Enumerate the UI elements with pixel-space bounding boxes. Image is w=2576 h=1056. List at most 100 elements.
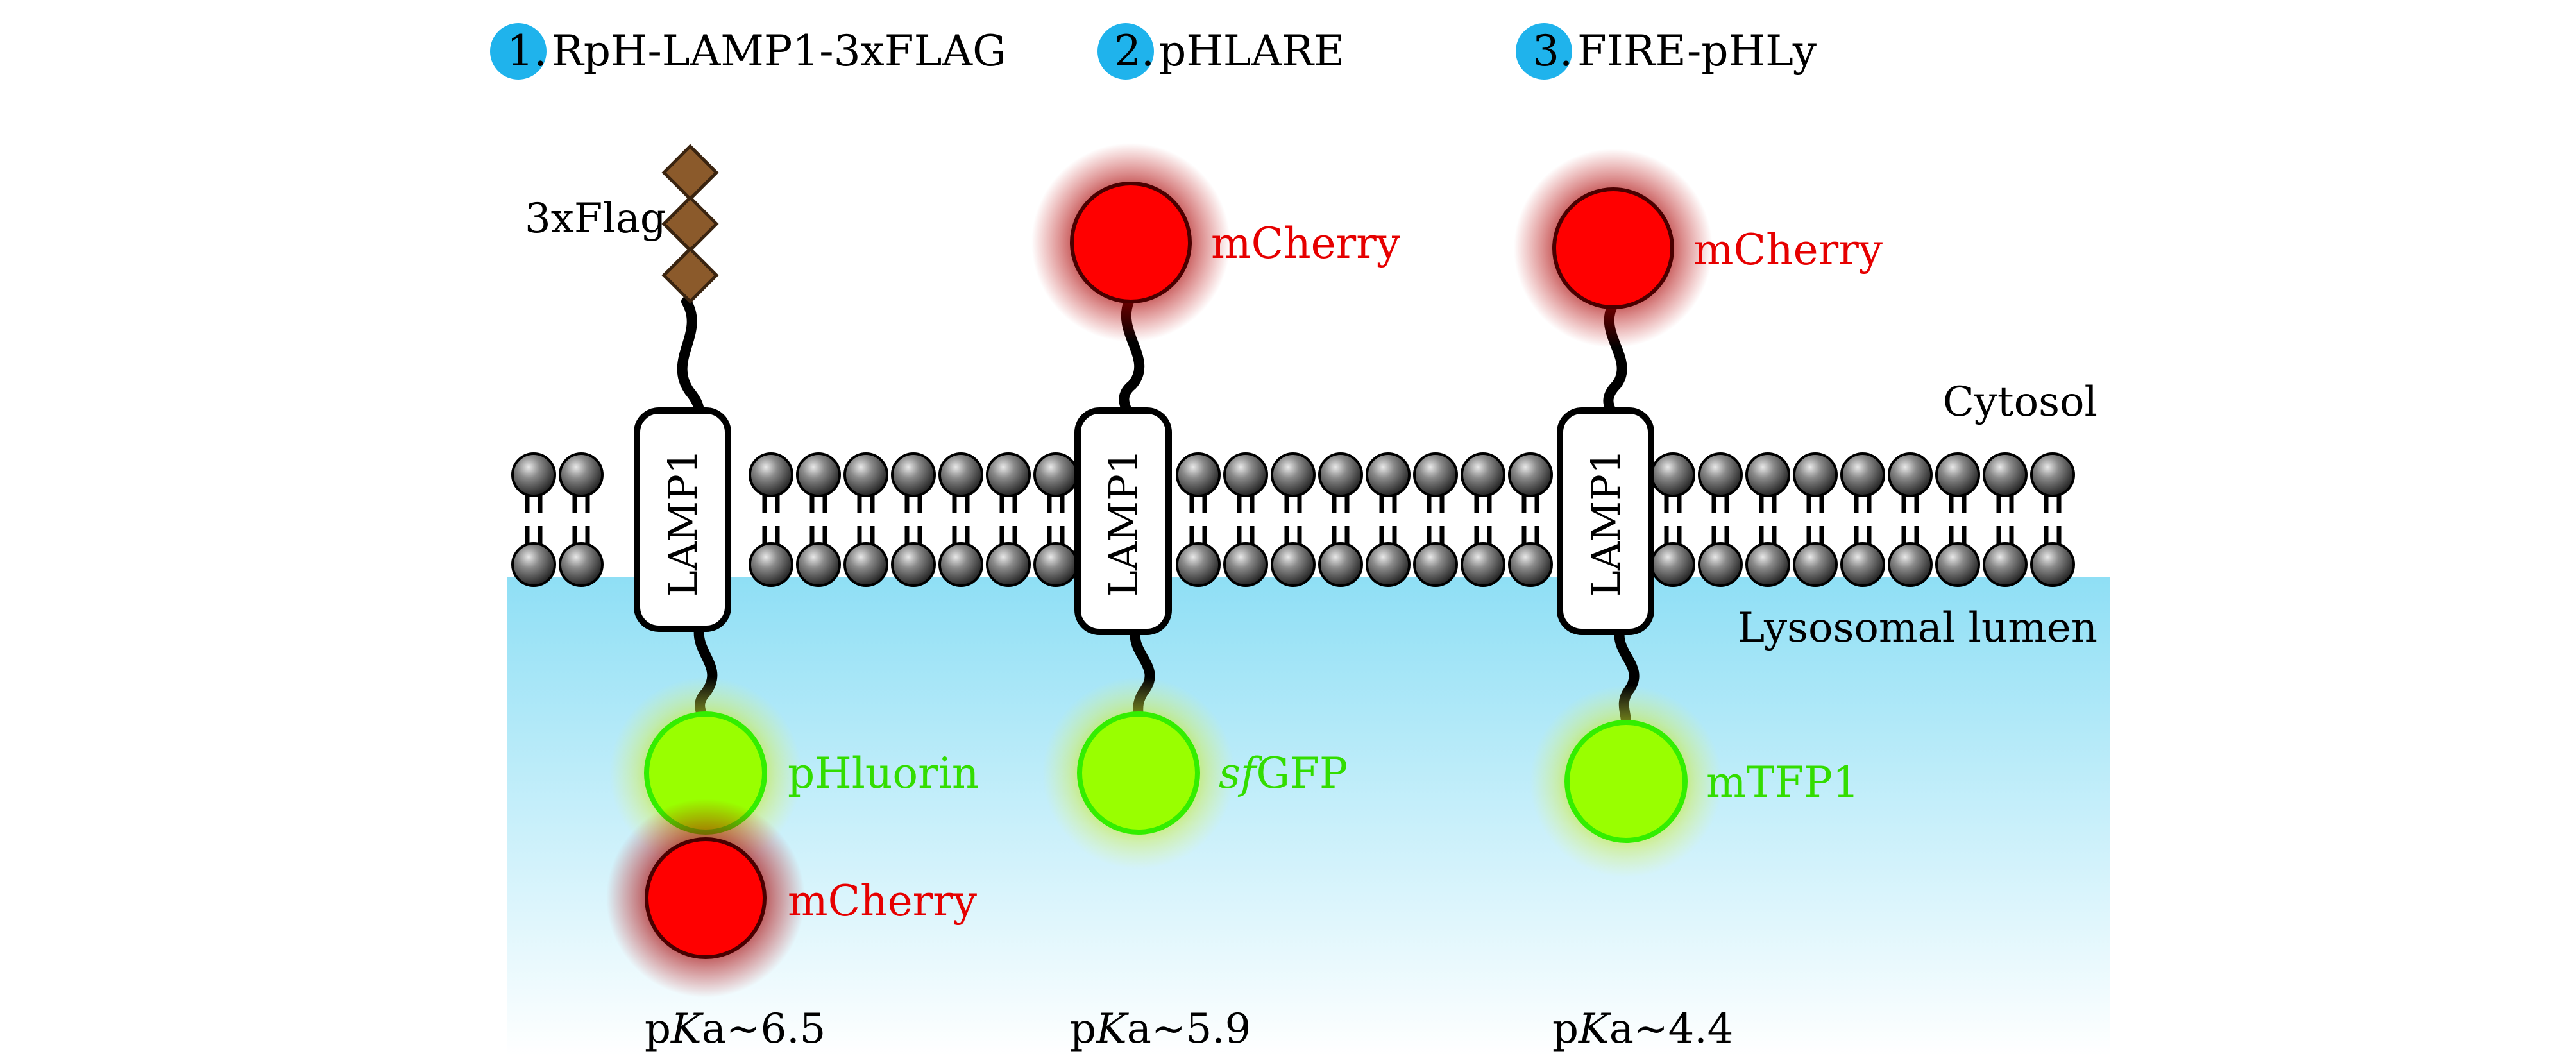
lipid-head xyxy=(796,542,841,587)
probe-1-mCherry-label: mCherry xyxy=(788,876,978,926)
flag-tag-2 xyxy=(661,195,719,253)
lipid-head xyxy=(1888,542,1933,587)
flag-tag-1 xyxy=(661,144,719,201)
lipid-head xyxy=(1271,542,1316,587)
lipid-head xyxy=(1793,542,1838,587)
probe-3-mCherry-label: mCherry xyxy=(1693,225,1883,275)
probe-2-mCherry xyxy=(1070,182,1192,303)
probe-3-number-badge xyxy=(1516,23,1572,80)
lipid-pair xyxy=(796,452,841,587)
lipid-pair xyxy=(1223,452,1268,587)
lipid-head xyxy=(559,452,604,497)
lipid-head xyxy=(1983,452,2028,497)
lipid-head xyxy=(1413,452,1458,497)
probe-3-mTFP1-label: mTFP1 xyxy=(1706,758,1860,807)
lipid-head xyxy=(1840,452,1885,497)
probe-3-name: FIRE-pHLy xyxy=(1577,26,1817,76)
lipid-pair xyxy=(1176,452,1221,587)
probe-3: 3. FIRE-pHLy mCherry LAMP1 mTFP1 pKa~4.4 xyxy=(1514,23,1883,1053)
lipid-pair xyxy=(1366,452,1411,587)
probe-2: 2. pHLARE mCherry LAMP1 sfGFP pKa~5.9 xyxy=(1031,23,1401,1053)
lipid-head xyxy=(1508,452,1553,497)
lipid-head xyxy=(1745,452,1790,497)
probe-1-number-badge xyxy=(490,23,547,80)
lipid-head xyxy=(1508,542,1553,587)
lipid-pair xyxy=(891,452,936,587)
lipid-head xyxy=(1745,542,1790,587)
lipid-head xyxy=(1366,452,1411,497)
probe-2-sfGFP xyxy=(1077,711,1200,835)
probe-1: 1. RpH-LAMP1-3xFLAG 3xFlag LAMP1 pHluori… xyxy=(490,23,1006,1053)
cytosol-label: Cytosol xyxy=(1943,379,2097,426)
lipid-head xyxy=(511,452,556,497)
lipid-head xyxy=(1840,542,1885,587)
probe-1-pHluorin-label: pHluorin xyxy=(788,749,979,798)
lipid-head xyxy=(891,452,936,497)
lipid-pair xyxy=(1650,452,1695,587)
probe-2-name: pHLARE xyxy=(1159,26,1344,76)
lipid-pair xyxy=(749,452,793,587)
lipid-pair xyxy=(1461,452,1505,587)
probe-3-number: 3. xyxy=(1532,26,1573,76)
lipid-head xyxy=(749,542,793,587)
probe-1-lamp1-label: LAMP1 xyxy=(659,449,706,597)
probe-3-mCherry xyxy=(1552,187,1674,309)
lipid-pair xyxy=(1793,452,1838,587)
lipid-head xyxy=(1366,542,1411,587)
lipid-head xyxy=(1033,452,1078,497)
lipid-head xyxy=(1176,452,1221,497)
probe-1-name: RpH-LAMP1-3xFLAG xyxy=(552,26,1006,76)
lipid-head xyxy=(843,452,888,497)
lipid-head xyxy=(2030,542,2075,587)
lipid-pair xyxy=(1698,452,1743,587)
lipid-head xyxy=(1223,542,1268,587)
probe-2-mCherry-label: mCherry xyxy=(1211,219,1401,268)
lipid-head xyxy=(843,542,888,587)
lipid-head xyxy=(986,542,1031,587)
lipid-pair xyxy=(938,452,983,587)
lipid-bilayer xyxy=(511,452,2075,587)
lipid-head xyxy=(1176,542,1221,587)
lipid-pair xyxy=(1935,452,1980,587)
lipid-head xyxy=(1318,452,1363,497)
probe-2-pka: pKa~5.9 xyxy=(1070,1005,1251,1053)
probe-1-lamp1 xyxy=(634,407,731,632)
probe-2-number: 2. xyxy=(1114,26,1155,76)
lipid-head xyxy=(749,452,793,497)
lipid-head xyxy=(1793,452,1838,497)
lipid-pair xyxy=(1840,452,1885,587)
lipid-pair xyxy=(1983,452,2028,587)
lipid-head xyxy=(1698,452,1743,497)
lipid-head xyxy=(1223,452,1268,497)
lipid-head xyxy=(891,542,936,587)
lipid-head xyxy=(796,452,841,497)
lipid-pair xyxy=(1888,452,1933,587)
probe-3-lamp1-label: LAMP1 xyxy=(1582,449,1629,597)
lipid-pair xyxy=(511,452,556,587)
lipid-pair xyxy=(559,452,604,587)
lipid-head xyxy=(1271,452,1316,497)
lipid-pair xyxy=(1033,452,1078,587)
lipid-head xyxy=(1983,542,2028,587)
probe-3-pka: pKa~4.4 xyxy=(1552,1005,1733,1053)
lipid-head xyxy=(1413,542,1458,587)
lipid-head xyxy=(559,542,604,587)
probe-2-sfGFP-label: sfGFP xyxy=(1219,749,1348,798)
probe-3-mTFP1 xyxy=(1564,720,1688,843)
lysosomal-lumen-label: Lysosomal lumen xyxy=(1738,604,2097,652)
probe-2-lamp1-label: LAMP1 xyxy=(1100,449,1147,597)
probe-1-tag-label: 3xFlag xyxy=(525,195,666,243)
lipid-head xyxy=(1888,452,1933,497)
lipid-head xyxy=(1318,542,1363,587)
lipid-head xyxy=(1935,542,1980,587)
lipid-head xyxy=(986,452,1031,497)
lipid-head xyxy=(1461,452,1505,497)
flag-tag-3 xyxy=(661,246,719,304)
probe-2-number-badge xyxy=(1097,23,1154,80)
lipid-pair xyxy=(1271,452,1316,587)
probe-3-lamp1 xyxy=(1557,407,1654,635)
lipid-head xyxy=(511,542,556,587)
lipid-pair xyxy=(1413,452,1458,587)
lipid-head xyxy=(1461,542,1505,587)
